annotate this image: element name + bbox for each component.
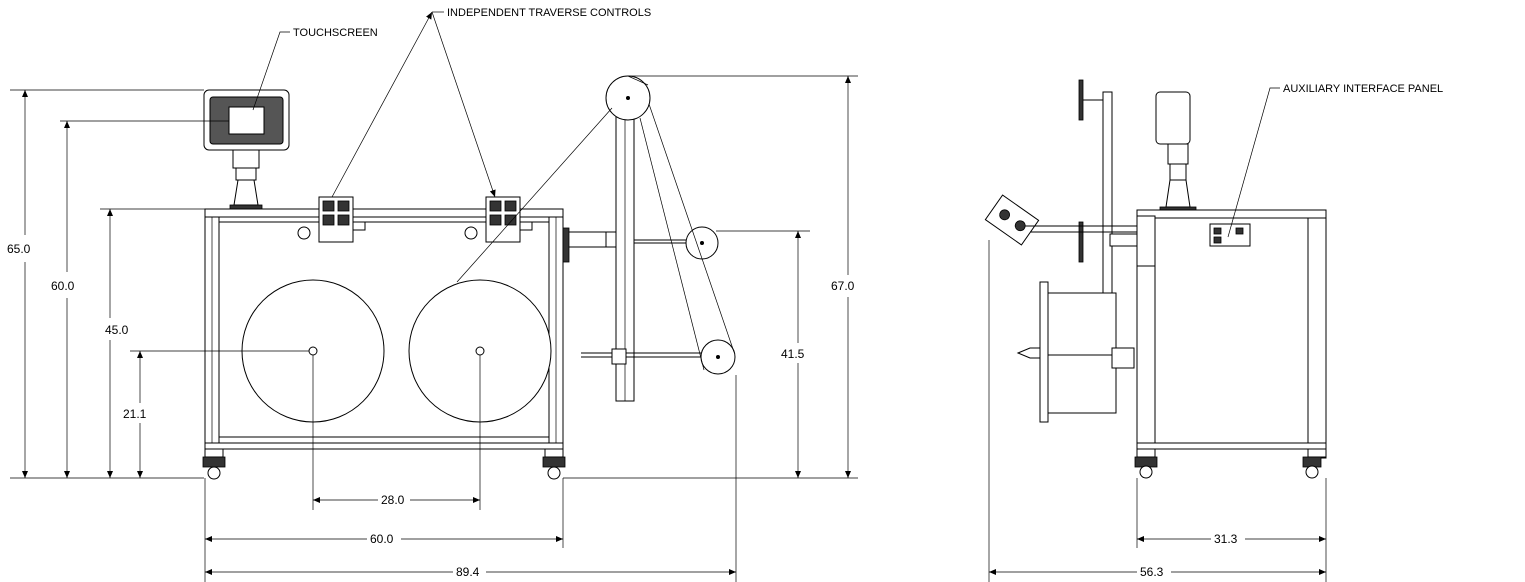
- front-view: 65.0 60.0 45.0 21.1 67.0 41.5: [7, 7, 858, 582]
- dim-spool-spacing: 28.0: [381, 493, 405, 507]
- side-aux-pod: [984, 194, 1040, 246]
- pulley-arm: [456, 75, 736, 402]
- dim-side-frame-width: 31.3: [1214, 532, 1238, 546]
- touchscreen-assembly: [203, 89, 290, 212]
- dim-side-total-width: 56.3: [1140, 565, 1164, 579]
- dim-pulley-top-height: 67.0: [831, 279, 855, 293]
- dim-table-height: 45.0: [105, 323, 129, 337]
- side-spool-flange: [1039, 281, 1049, 423]
- dim-pulley-middle-height: 41.5: [781, 347, 805, 361]
- dim-touchscreen-top-height: 65.0: [7, 242, 31, 256]
- table-frame: [202, 208, 566, 480]
- dim-table-width: 60.0: [370, 532, 394, 546]
- callout-traverse-label: INDEPENDENT TRAVERSE CONTROLS: [447, 7, 651, 19]
- caster-right: [542, 456, 566, 468]
- dim-spool-height: 21.1: [123, 407, 147, 421]
- touchscreen-mount: [233, 179, 259, 206]
- caster-left: [202, 456, 226, 468]
- callout-touchscreen-label: TOUCHSCREEN: [293, 27, 378, 39]
- dim-screen-height: 60.0: [51, 279, 75, 293]
- traverse-control-left: [297, 196, 366, 243]
- front-vertical-dimensions: 65.0 60.0 45.0 21.1 67.0 41.5: [7, 75, 858, 479]
- touchscreen-display: [228, 106, 265, 135]
- callout-traverse: INDEPENDENT TRAVERSE CONTROLS: [331, 7, 651, 198]
- front-horizontal-dimensions: 28.0 60.0 89.4: [204, 355, 737, 582]
- dim-total-width: 89.4: [456, 565, 480, 579]
- callout-touchscreen: TOUCHSCREEN: [252, 27, 378, 111]
- traverse-control-right: [464, 196, 533, 243]
- side-view: 31.3 56.3 AUXILIARY INTERFACE PANEL: [984, 79, 1443, 582]
- callout-aux-panel-label: AUXILIARY INTERFACE PANEL: [1283, 83, 1443, 95]
